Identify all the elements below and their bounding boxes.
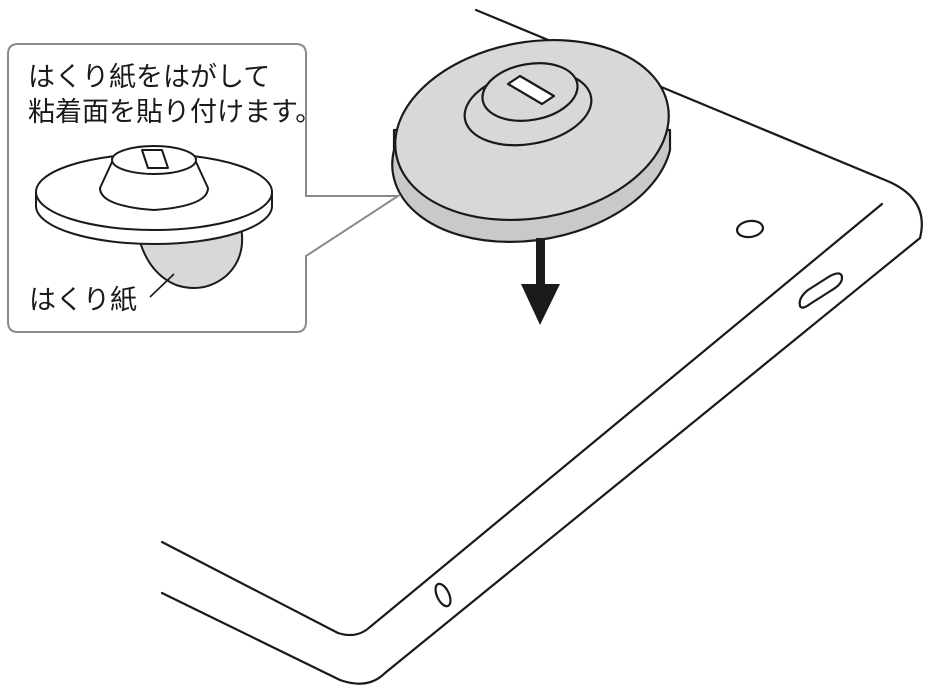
callout-instruction: はくり紙をはがして 粘着面を貼り付けます。	[28, 60, 322, 130]
down-arrow-head	[521, 284, 560, 325]
tablet-screen-edge-right	[336, 202, 884, 637]
tablet-right-edge	[338, 236, 922, 685]
side-button	[434, 582, 452, 608]
mount-small	[35, 145, 273, 289]
tablet-left-edge	[160, 591, 342, 682]
mount-large-slot	[506, 74, 556, 106]
tablet-top-edge	[474, 8, 923, 240]
mount-small-boss-base	[99, 161, 209, 211]
tablet-device	[160, 8, 923, 685]
tablet-screen-edge-left	[160, 540, 340, 635]
paper-leader-line	[149, 273, 175, 298]
mount-small-slot	[141, 149, 169, 169]
release-paper-label: はくり紙	[29, 285, 137, 316]
callout-line-2: 粘着面を貼り付けます。	[28, 97, 323, 128]
down-arrow	[521, 238, 560, 325]
callout-line-1: はくり紙をはがして	[28, 62, 271, 93]
camera-hole	[735, 219, 765, 239]
side-slot	[798, 272, 844, 309]
down-arrow-shaft	[536, 238, 545, 290]
mount-large	[391, 38, 672, 243]
